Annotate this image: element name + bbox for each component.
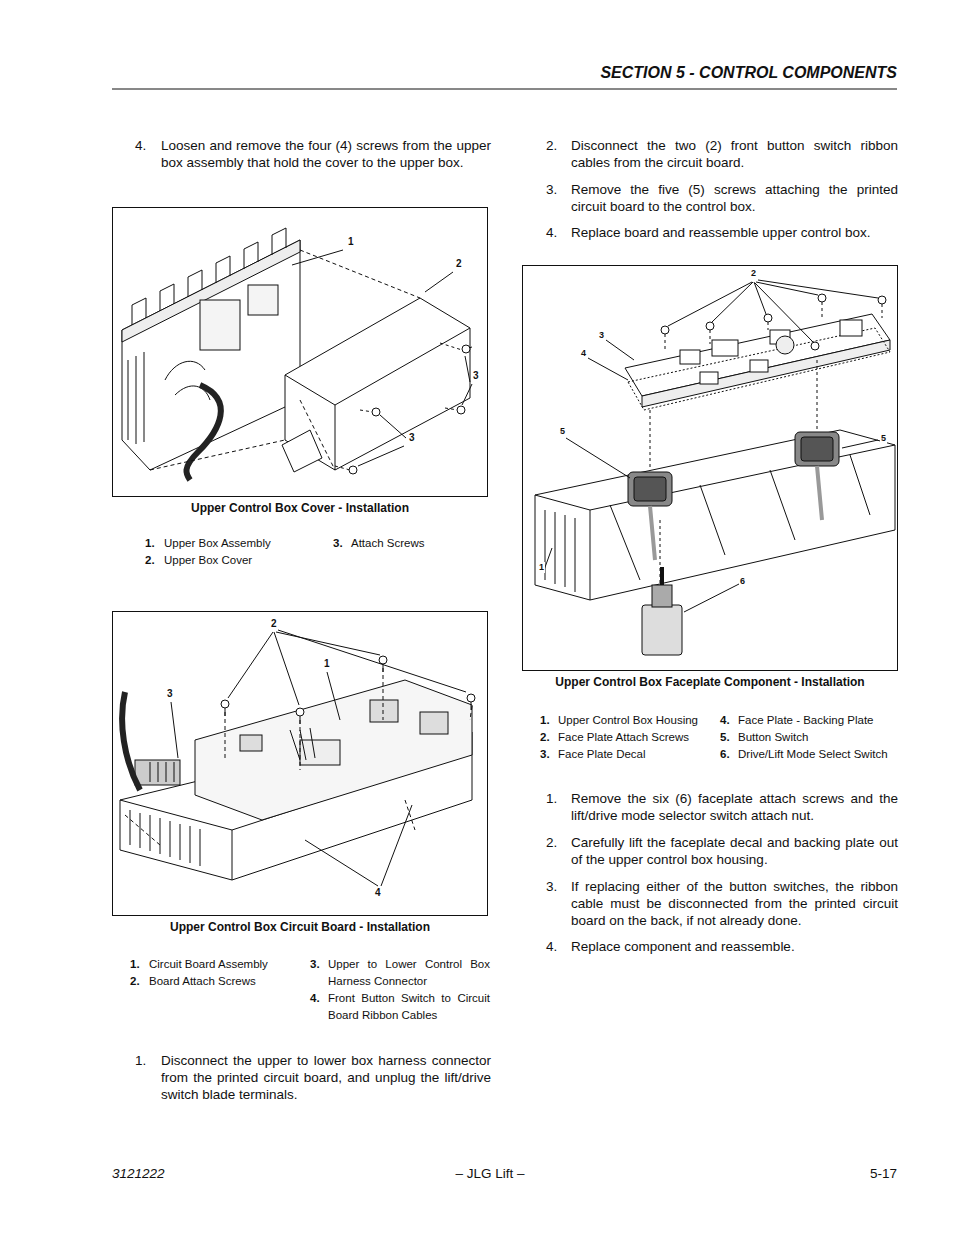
circuit-board-figure xyxy=(120,630,475,886)
callout-number: 3 xyxy=(598,330,605,341)
figure-caption: Upper Control Box Faceplate Component - … xyxy=(523,675,897,689)
callout-number: 2 xyxy=(270,618,278,630)
legend-text: Face Plate Attach Screws xyxy=(558,729,689,746)
step-number: 4. xyxy=(546,938,557,955)
step-text: Remove the six (6) faceplate attach scre… xyxy=(571,790,898,824)
legend-text: Circuit Board Assembly xyxy=(149,956,268,973)
callout-number: 6 xyxy=(739,576,746,587)
step-text: Remove the five (5) screws attaching the… xyxy=(571,181,898,215)
step-text: Replace board and reassemble upper contr… xyxy=(571,224,898,241)
footer-text: – JLG Lift – xyxy=(455,1166,524,1181)
faceplate-figure xyxy=(535,280,895,655)
legend-number: 4. xyxy=(720,712,730,729)
legend-text: Button Switch xyxy=(738,729,808,746)
step-number: 3. xyxy=(546,878,557,895)
callout-number: 1 xyxy=(323,658,331,670)
callout-number: 5 xyxy=(880,433,887,444)
step-number: 3. xyxy=(546,181,557,198)
step-text: Disconnect the two (2) front button swit… xyxy=(571,137,898,171)
legend-text: Face Plate - Backing Plate xyxy=(738,712,874,729)
figure-caption: Upper Control Box Circuit Board - Instal… xyxy=(113,920,487,934)
callout-number: 3 xyxy=(472,370,480,382)
legend-text: Upper to Lower Control Box Harness Conne… xyxy=(328,956,490,990)
legend-text: Face Plate Decal xyxy=(558,746,646,763)
step-number: 1. xyxy=(546,790,557,807)
step-text: Disconnect the upper to lower box harnes… xyxy=(161,1052,491,1103)
legend-number: 1. xyxy=(130,956,140,973)
step-text: Carefully lift the faceplate decal and b… xyxy=(571,834,898,868)
callout-number: 4 xyxy=(580,348,587,359)
legend-text: Upper Control Box Housing xyxy=(558,712,698,729)
callout-number: 2 xyxy=(750,268,757,279)
figure-caption: Upper Control Box Cover - Installation xyxy=(113,501,487,515)
step-number: 1. xyxy=(135,1052,146,1069)
header-rule xyxy=(112,89,897,90)
legend-number: 3. xyxy=(333,535,343,552)
legend-number: 4. xyxy=(310,990,320,1007)
callout-number: 4 xyxy=(374,887,382,899)
step-text: Loosen and remove the four (4) screws fr… xyxy=(161,137,491,171)
document-number: 3121222 xyxy=(112,1166,165,1181)
step-text: If replacing either of the button switch… xyxy=(571,878,898,929)
legend-number: 3. xyxy=(540,746,550,763)
legend-number: 6. xyxy=(720,746,730,763)
callout-number: 2 xyxy=(455,258,463,270)
step-number: 2. xyxy=(546,137,557,154)
step-number: 2. xyxy=(546,834,557,851)
cover-figure xyxy=(122,228,472,480)
legend-number: 1. xyxy=(540,712,550,729)
legend-text: Upper Box Cover xyxy=(164,552,252,569)
legend-text: Upper Box Assembly xyxy=(164,535,271,552)
legend-number: 2. xyxy=(540,729,550,746)
figure-frame: Upper Control Box Cover - Installation xyxy=(112,207,488,497)
callout-number: 1 xyxy=(538,562,545,573)
legend-number: 3. xyxy=(310,956,320,973)
legend-number: 2. xyxy=(145,552,155,569)
callout-number: 1 xyxy=(347,236,355,248)
figure-frame: Upper Control Box Circuit Board - Instal… xyxy=(112,611,488,916)
footer-text: 5-17 xyxy=(870,1166,897,1181)
figure-frame: Upper Control Box Faceplate Component - … xyxy=(522,265,898,671)
step-number: 4. xyxy=(546,224,557,241)
legend-number: 1. xyxy=(145,535,155,552)
legend-text: Front Button Switch to Circuit Board Rib… xyxy=(328,990,490,1024)
callout-number: 5 xyxy=(559,426,566,437)
legend-text: Drive/Lift Mode Select Switch xyxy=(738,746,888,763)
callout-number: 3 xyxy=(408,432,416,444)
legend-number: 2. xyxy=(130,973,140,990)
legend-number: 5. xyxy=(720,729,730,746)
step-text: Replace component and reassemble. xyxy=(571,938,898,955)
step-number: 4. xyxy=(135,137,146,154)
section-title: SECTION 5 - CONTROL COMPONENTS xyxy=(600,64,897,82)
legend-text: Board Attach Screws xyxy=(149,973,256,990)
legend-text: Attach Screws xyxy=(351,535,425,552)
callout-number: 3 xyxy=(166,688,174,700)
